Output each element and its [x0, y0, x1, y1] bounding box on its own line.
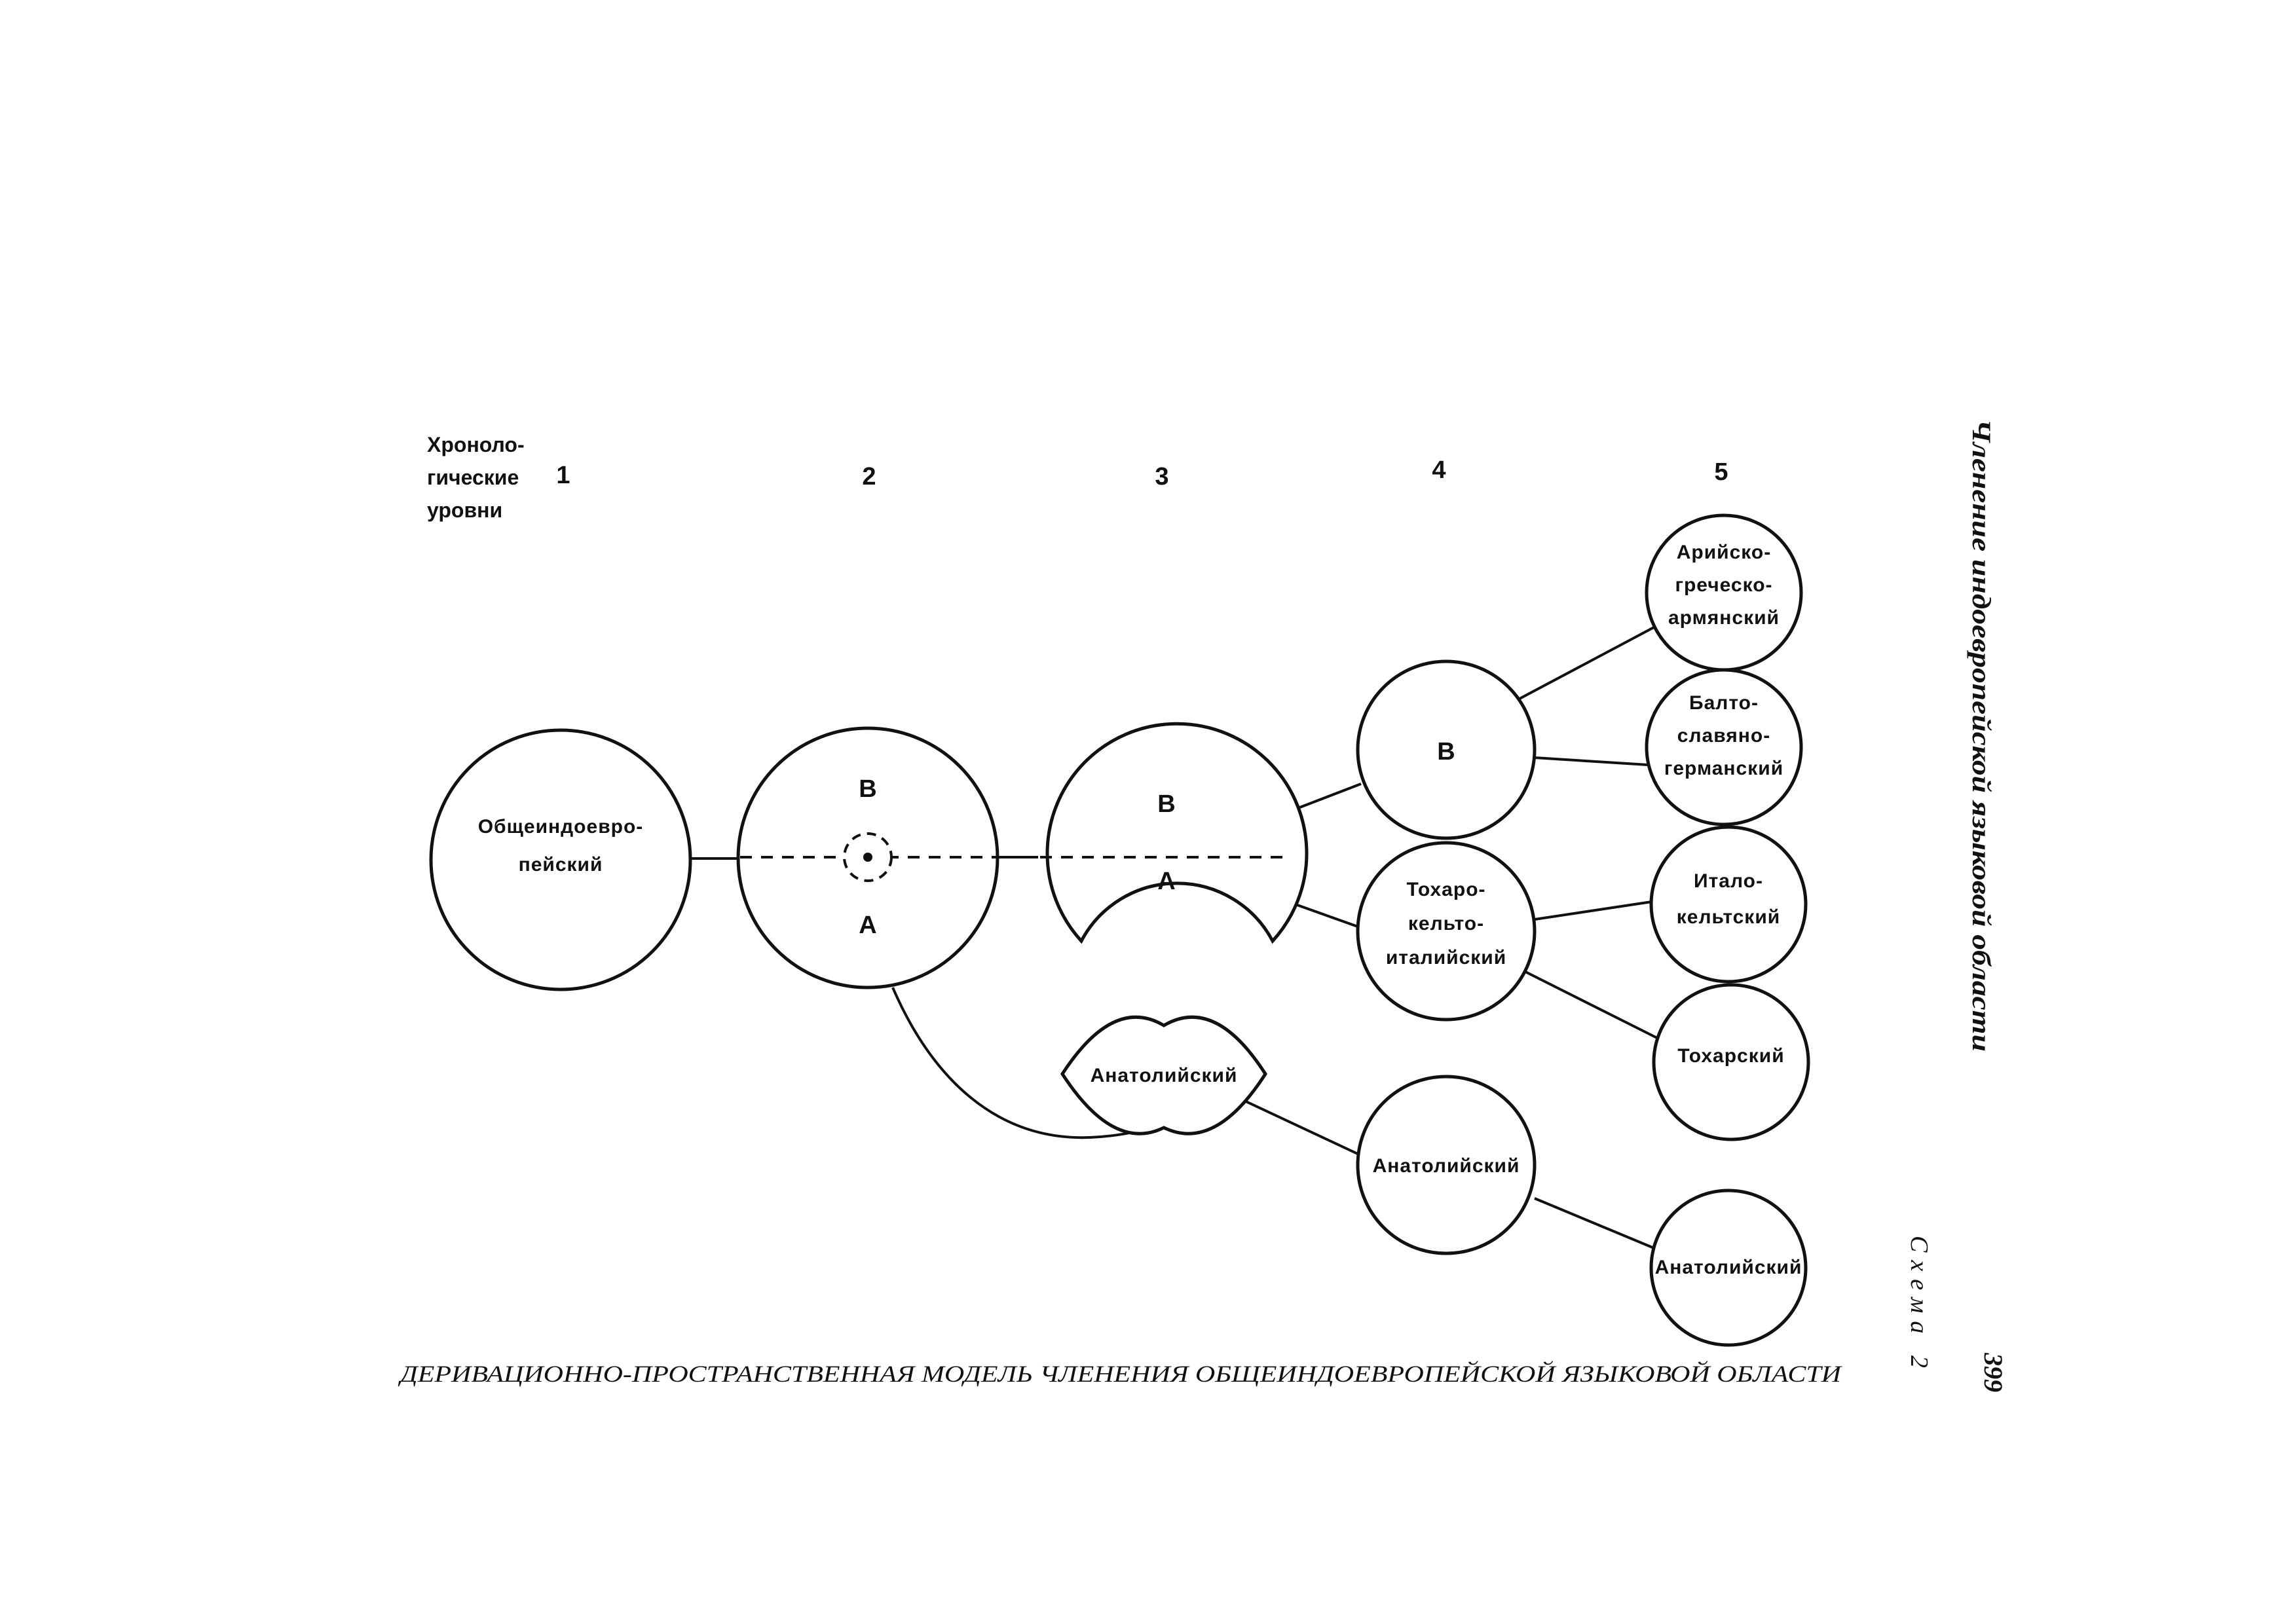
- edge-b-aryan: [1519, 625, 1656, 700]
- node-label: Тохаро-: [1406, 879, 1485, 900]
- node-level3-crescent: [1045, 722, 1309, 944]
- node-italo-celtic: [1649, 825, 1808, 984]
- node-balto-slavo-germanic: [1645, 668, 1803, 826]
- chronological-levels-label: Хроноло- гические уровни: [427, 433, 525, 522]
- area-label-b: B: [1157, 790, 1175, 818]
- area-label-a: A: [859, 912, 876, 939]
- figure-caption: ДЕРИВАЦИОННО-ПРОСТРАНСТВЕННАЯ МОДЕЛЬ ЧЛЕ…: [398, 1361, 1843, 1387]
- level-number-2: 2: [862, 463, 876, 490]
- center-dot: [863, 853, 872, 862]
- level-number-1: 1: [556, 462, 570, 489]
- level-number-3: 3: [1155, 463, 1168, 490]
- axis-label-line: уровни: [427, 498, 502, 522]
- node-label: Тохарский: [1677, 1045, 1784, 1067]
- node-tocharo-celto-italic: [1356, 841, 1537, 1022]
- node-proto-indo-european: [429, 728, 692, 991]
- node-label: славяно-: [1677, 725, 1770, 747]
- node-label: армянский: [1668, 607, 1780, 629]
- node-tocharian: [1652, 983, 1810, 1141]
- node-label: германский: [1664, 758, 1783, 779]
- level-number-5: 5: [1714, 458, 1728, 486]
- edge-anatolian-level4: [1242, 1099, 1360, 1156]
- level-number-4: 4: [1432, 456, 1446, 484]
- node-label: греческо-: [1675, 574, 1772, 596]
- area-label-b: B: [859, 775, 876, 803]
- node-label: пейский: [519, 854, 603, 876]
- edge-tocharo-tocharian: [1522, 969, 1658, 1039]
- node-level4-b: [1356, 659, 1537, 840]
- scheme-label: Схема 2: [1905, 1236, 1933, 1376]
- node-anatolian-lens: [1060, 1015, 1267, 1135]
- node-anatolian-level4: [1356, 1075, 1537, 1255]
- node-label: Арийско-: [1677, 542, 1772, 563]
- running-head: Членение индоевропейской языковой област…: [1967, 419, 1996, 1052]
- node-label: кельтский: [1677, 906, 1780, 928]
- edge-b-balto: [1534, 756, 1649, 766]
- axis-label-line: Хроноло-: [427, 433, 525, 456]
- node-anatolian-level5: [1649, 1189, 1808, 1347]
- node-label: Балто-: [1689, 692, 1759, 714]
- node-label: B: [1437, 738, 1455, 766]
- node-label: Общеиндоевро-: [478, 816, 644, 838]
- node-label: Анатолийский: [1091, 1065, 1238, 1086]
- area-label-a: A: [1157, 868, 1175, 895]
- node-label: италийский: [1386, 947, 1506, 969]
- node-label: Анатолийский: [1655, 1257, 1802, 1278]
- node-label: Итало-: [1694, 870, 1763, 892]
- edge-tocharo-italo: [1534, 900, 1652, 921]
- node-label: кельто-: [1408, 913, 1484, 934]
- edge-anatolian4-anatolian5: [1534, 1197, 1653, 1249]
- node-label: Анатолийский: [1373, 1155, 1520, 1177]
- page-number: 399: [1979, 1352, 2008, 1392]
- axis-label-line: гические: [427, 466, 519, 489]
